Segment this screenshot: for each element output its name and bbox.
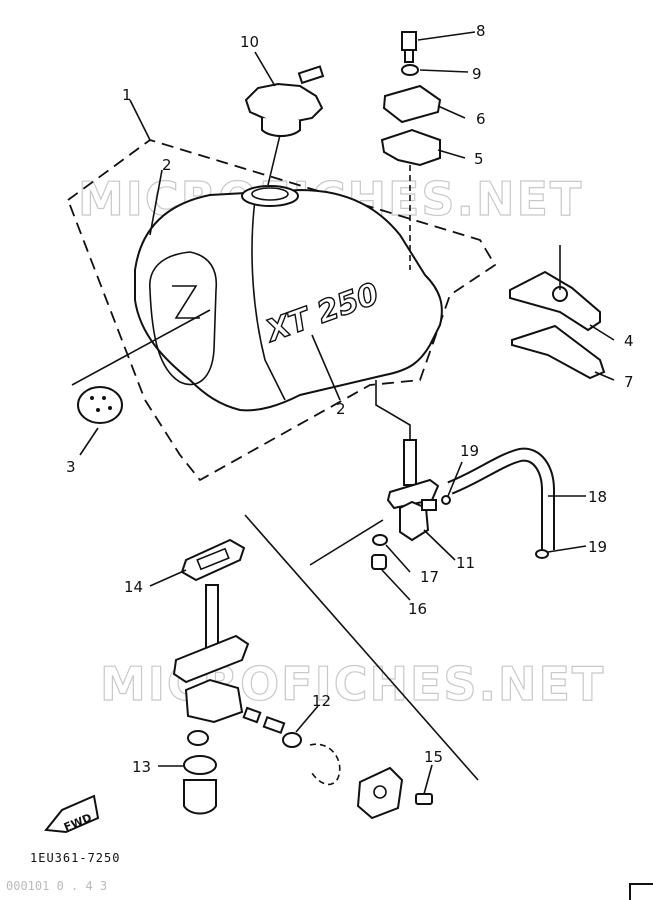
- callout-18: 18: [588, 488, 607, 506]
- callout-19-upper: 19: [460, 442, 479, 460]
- fuel-tank: [134, 188, 443, 412]
- lever-screw: [415, 793, 433, 805]
- callout-12: 12: [312, 692, 331, 710]
- callout-6: 6: [476, 110, 486, 128]
- callout-1: 1: [122, 86, 132, 104]
- tank-edge: [251, 199, 286, 401]
- washer: [401, 64, 419, 76]
- callout-16: 16: [408, 600, 427, 618]
- tank-side-recess: [149, 251, 218, 386]
- diagram-code: 1EU361-7250: [30, 851, 120, 865]
- o-ring: [282, 732, 302, 748]
- callout-2-lower: 2: [336, 400, 346, 418]
- fuel-hose: [448, 449, 553, 550]
- filter-washer: [187, 730, 209, 746]
- cock-gasket: [180, 538, 246, 582]
- inset-leader: [309, 519, 384, 566]
- corner-crop-mark: [629, 883, 653, 900]
- cock-washer: [372, 534, 388, 546]
- callout-13: 13: [132, 758, 151, 776]
- tank-bracket: [509, 270, 601, 332]
- bracket-plate: [511, 324, 606, 380]
- filter-cup: [183, 779, 217, 815]
- inset-divider: [244, 514, 479, 781]
- callout-9: 9: [472, 65, 482, 83]
- callout-14: 14: [124, 578, 143, 596]
- hose-clip-top: [441, 495, 451, 505]
- bolt: [401, 31, 417, 63]
- tank-assembly-boundary: [67, 139, 497, 482]
- callout-leaders: [79, 31, 615, 795]
- callout-10: 10: [240, 33, 259, 51]
- lever-spring: [309, 743, 341, 786]
- lever-plate-hole: [373, 785, 387, 799]
- cock-lever-parts: [242, 706, 286, 735]
- callout-17: 17: [420, 568, 439, 586]
- cock-connector-line: [375, 380, 411, 440]
- callout-11: 11: [456, 554, 475, 572]
- hose-clip-bottom: [535, 549, 549, 559]
- callout-7: 7: [624, 373, 634, 391]
- gasket-opening: [196, 547, 230, 571]
- fuel-cock-exploded: [172, 584, 250, 724]
- tank-emblem-z: [172, 285, 200, 319]
- fuel-cock: [386, 439, 440, 542]
- callout-19-lower: 19: [588, 538, 607, 556]
- cup-gasket: [183, 755, 217, 775]
- callout-2-upper: 2: [162, 156, 172, 174]
- filler-neck-thread: [251, 187, 289, 201]
- callout-5: 5: [474, 150, 484, 168]
- footer-noise: 000101 0 . 4 3: [6, 879, 107, 893]
- cock-lever-plate: [356, 766, 404, 820]
- cap-leader: [267, 134, 281, 186]
- cock-screw: [371, 554, 387, 570]
- callout-8: 8: [476, 22, 486, 40]
- tank-side-damper: [77, 386, 123, 424]
- tank-damper: [380, 128, 441, 167]
- damper-leader: [71, 309, 211, 386]
- fuel-cap: [244, 65, 325, 137]
- forward-direction-arrow: FWD: [44, 794, 100, 834]
- callout-4: 4: [624, 332, 634, 350]
- callout-15: 15: [424, 748, 443, 766]
- fixing-plate: [382, 84, 442, 124]
- callout-3: 3: [66, 458, 76, 476]
- filler-neck: [241, 185, 299, 207]
